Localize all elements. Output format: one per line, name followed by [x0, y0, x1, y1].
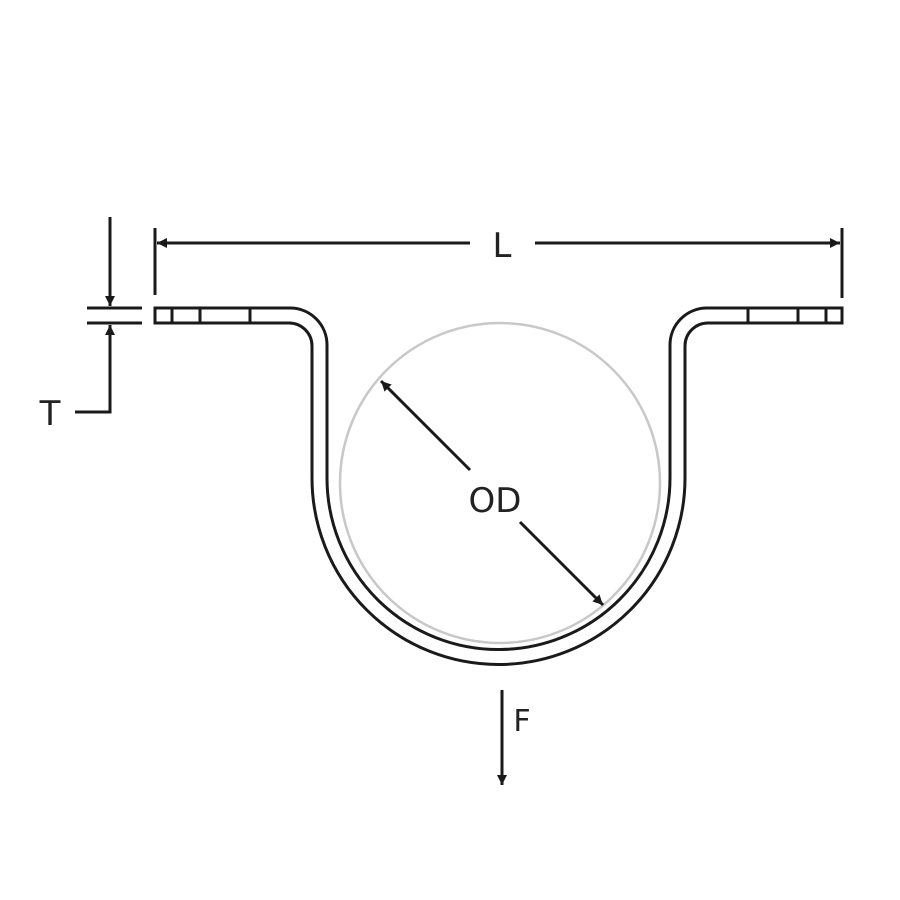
- strap-body: [153, 306, 844, 666]
- length-label: L: [493, 226, 512, 266]
- thickness-label: T: [39, 394, 61, 434]
- od-dimension: [379, 379, 605, 607]
- thickness-dimension: [75, 217, 142, 414]
- pipe-outline: [338, 321, 662, 645]
- force-label: F: [513, 704, 530, 739]
- length-dimension: [153, 228, 844, 298]
- od-label: OD: [469, 481, 522, 521]
